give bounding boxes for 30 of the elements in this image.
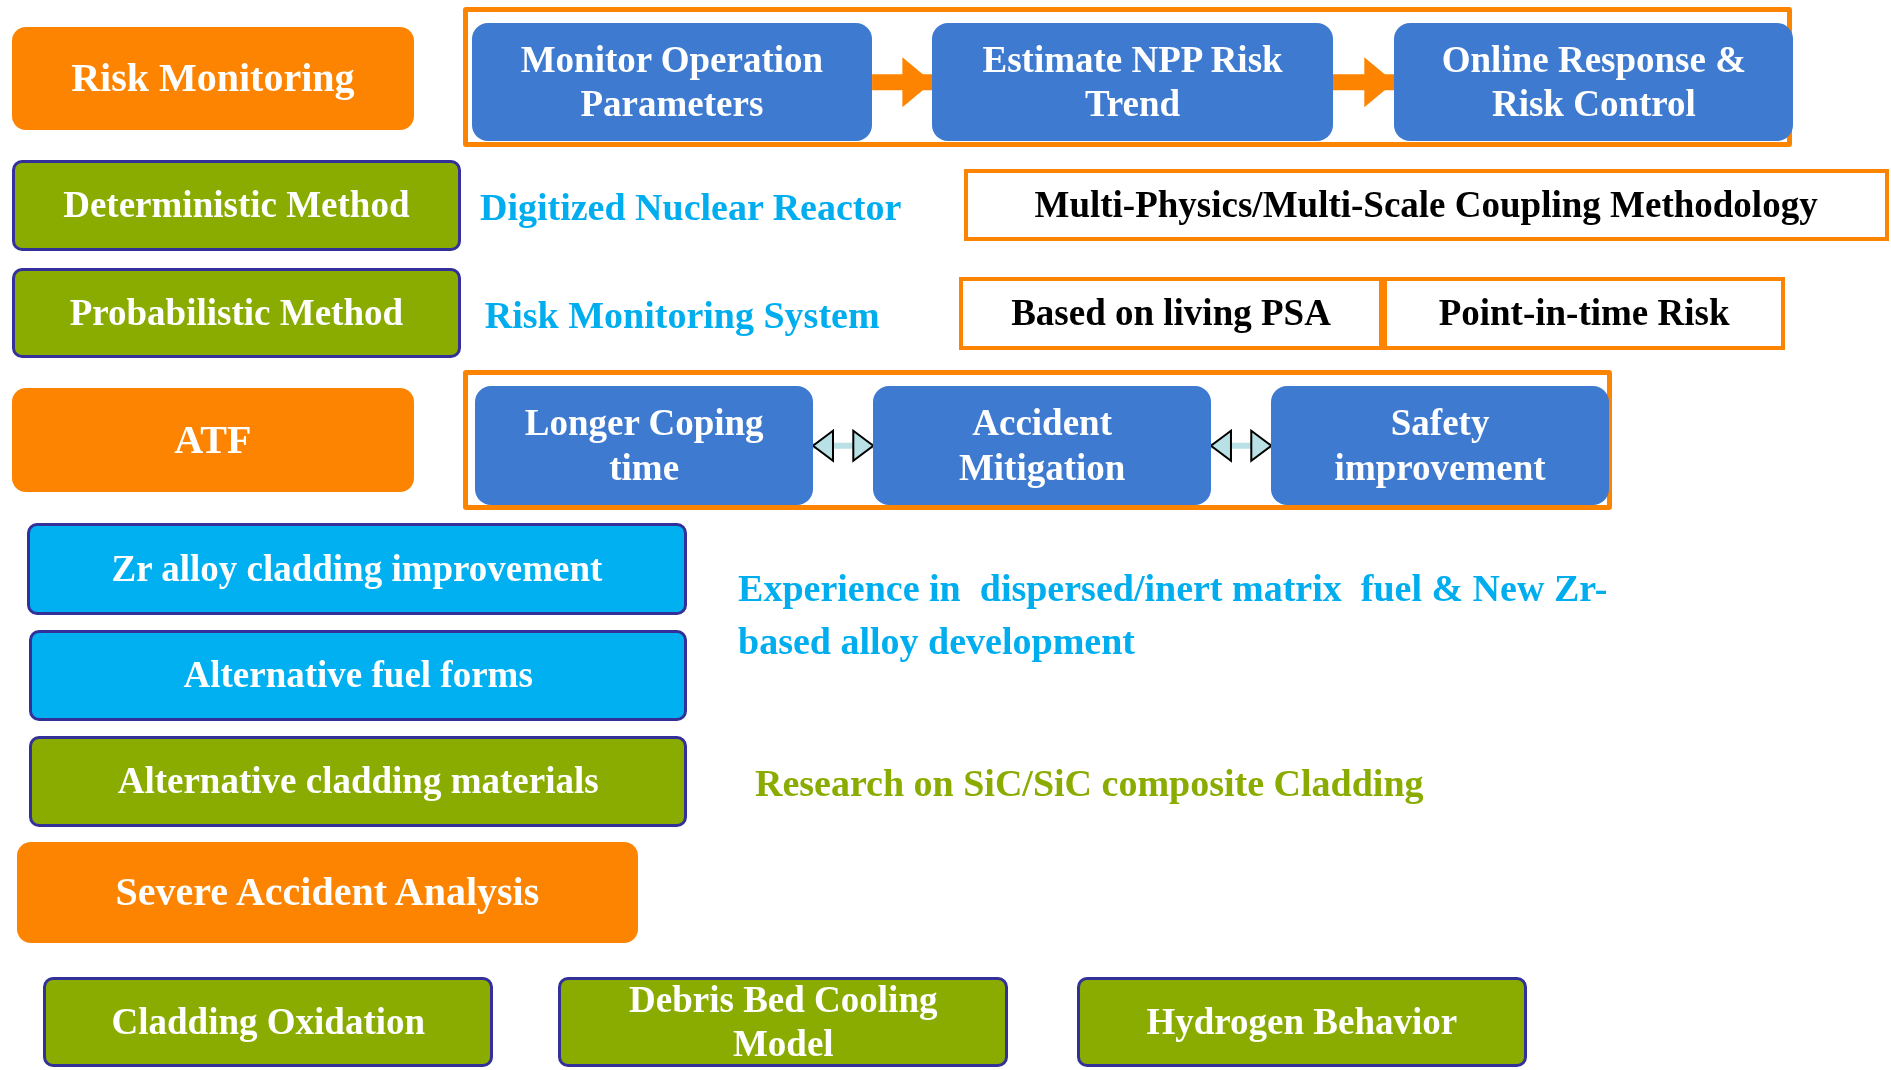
topic-box: Alternative fuel forms: [28, 629, 688, 722]
method-box: Debris Bed Cooling Model: [558, 976, 1009, 1068]
process-box: Online Response & Risk Control: [1394, 23, 1794, 142]
method-box: Alternative cladding materials: [28, 735, 688, 828]
feature-box: Point-in-time Risk: [1383, 277, 1785, 350]
process-box: Estimate NPP Risk Trend: [932, 23, 1333, 142]
arrow: [1209, 429, 1273, 462]
group-frame: [463, 7, 1793, 148]
process-box: Accident Mitigation: [873, 386, 1211, 506]
process-box: Monitor Operation Parameters: [471, 23, 873, 142]
process-box: Longer Coping time: [475, 386, 813, 506]
topic-box: Zr alloy cladding improvement: [26, 523, 688, 616]
note-text: Experience in dispersed/inert matrix fuel & New Zr-based alloy development: [738, 566, 1609, 665]
method-box: Deterministic Method: [12, 160, 461, 251]
section-header-box: Risk Monitoring: [12, 26, 414, 131]
section-header-box: Severe Accident Analysis: [16, 841, 638, 944]
note-text: Digitized Nuclear Reactor: [480, 184, 902, 230]
group-frame: [463, 370, 1613, 511]
method-box: Probabilistic Method: [12, 267, 461, 359]
arrow: [872, 57, 933, 108]
method-box: Cladding Oxidation: [43, 976, 494, 1068]
arrow: [812, 429, 875, 462]
note-text: Risk Monitoring System: [484, 293, 880, 339]
process-box: Safety improvement: [1271, 386, 1609, 506]
feature-box: Based on living PSA: [958, 277, 1384, 350]
arrow: [1332, 57, 1395, 108]
feature-box: Multi-Physics/Multi-Scale Coupling Methodology: [963, 168, 1889, 242]
section-header-box: ATF: [12, 388, 414, 493]
method-box: Hydrogen Behavior: [1076, 976, 1527, 1068]
note-text: Research on SiC/SiC composite Cladding: [754, 761, 1424, 807]
